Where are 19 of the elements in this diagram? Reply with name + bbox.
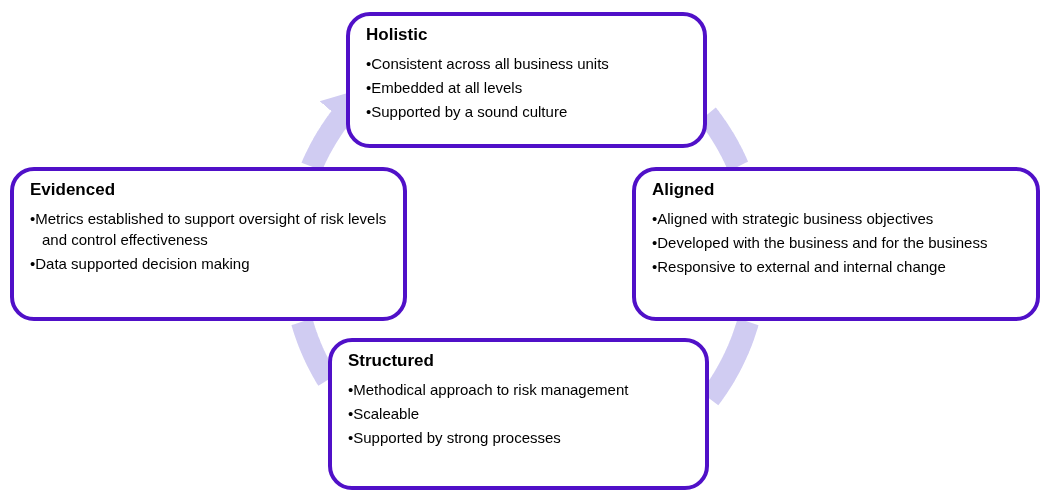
bullet-item: •Supported by a sound culture: [366, 102, 569, 122]
box-heading: Holistic: [366, 24, 429, 45]
bullet-item: •Metrics established to support oversight of risk levels and control effectiveness: [30, 209, 387, 250]
bullet-item: •Embedded at all levels: [366, 78, 524, 98]
bullet-item: •Scaleable: [348, 404, 421, 424]
bullet-item: •Aligned with strategic business objectives: [652, 209, 935, 229]
box-heading: Aligned: [652, 179, 716, 200]
content-box: [346, 12, 707, 148]
bullet-item: •Data supported decision making: [30, 254, 251, 274]
content-box: [328, 338, 709, 490]
bullet-item: •Supported by strong processes: [348, 428, 562, 448]
bullet-item: •Developed with the business and for the business: [652, 233, 989, 253]
bullet-item: •Responsive to external and internal change: [652, 257, 947, 277]
content-box: [10, 167, 407, 321]
bullet-item: •Methodical approach to risk management: [348, 380, 630, 400]
bullet-item: •Consistent across all business units: [366, 54, 610, 74]
content-box: [632, 167, 1040, 321]
box-heading: Evidenced: [30, 179, 117, 200]
box-heading: Structured: [348, 350, 435, 371]
